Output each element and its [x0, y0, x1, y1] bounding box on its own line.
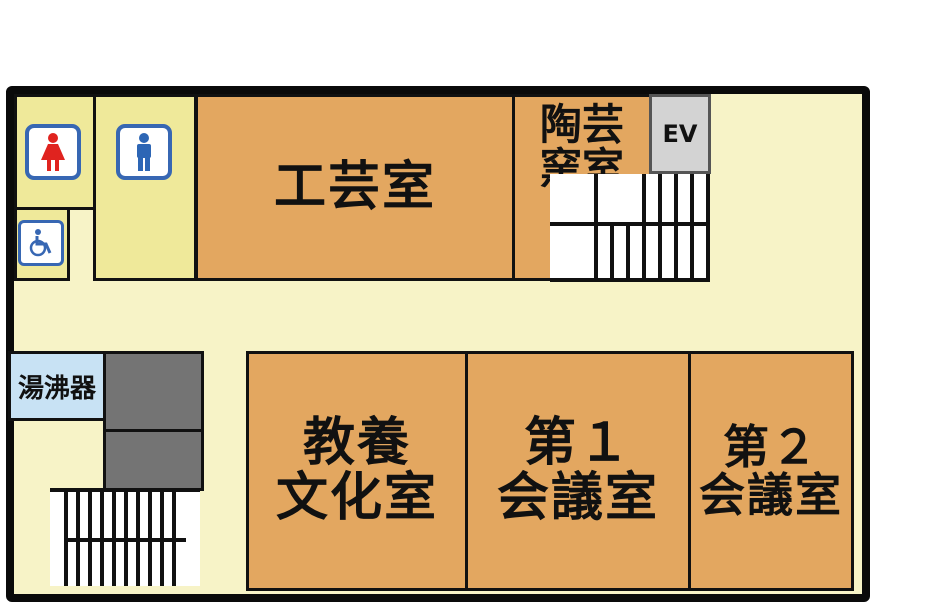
- mens-restroom: [93, 94, 197, 281]
- elevator-label: EV: [662, 120, 698, 148]
- water-heater-room: 湯沸器: [8, 351, 106, 421]
- culture-room-label: 教養 文化室: [275, 413, 438, 528]
- elevator: EV: [649, 94, 711, 174]
- male-restroom-icon: [116, 124, 172, 180]
- female-restroom-icon: [25, 124, 81, 180]
- meeting-room-2: 第２ 会議室: [688, 351, 854, 591]
- water-heater-label: 湯沸器: [17, 373, 96, 404]
- meeting-room-1: 第１ 会議室: [465, 351, 691, 591]
- stairs-upper: [550, 174, 710, 282]
- meeting-room-1-label: 第１ 会議室: [496, 413, 659, 528]
- meeting-room-2-label: 第２ 会議室: [699, 419, 843, 522]
- storage-lower: [103, 429, 204, 491]
- storage-upper: [103, 351, 204, 432]
- stairs-lower: [50, 488, 200, 586]
- crafts-room: 工芸室: [195, 94, 515, 281]
- culture-room: 教養 文化室: [246, 351, 468, 591]
- crafts-room-label: 工芸室: [273, 157, 436, 218]
- wheelchair-icon: [18, 220, 64, 266]
